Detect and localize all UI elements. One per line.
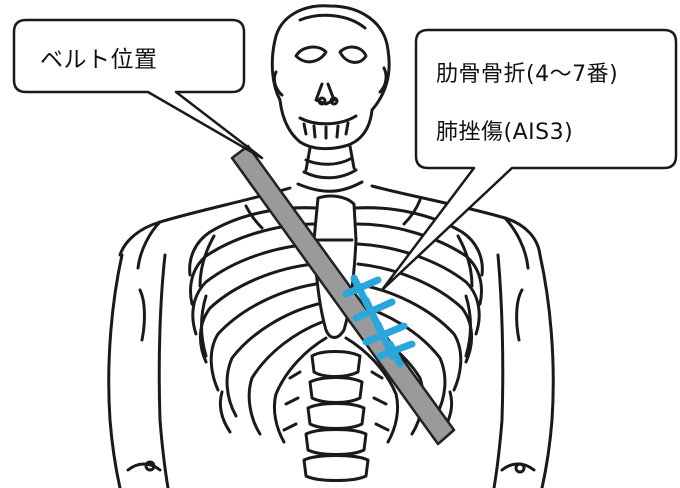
humerus-left: [109, 255, 168, 488]
humerus-right: [494, 255, 553, 488]
lumbar-spine: [284, 352, 388, 481]
belt-callout-label: ベルト位置: [40, 40, 158, 74]
injury-callout-line2: 肺挫傷(AIS3): [436, 114, 573, 146]
injury-callout-line1: 肋骨骨折(4〜7番): [436, 56, 618, 88]
skull: [272, 6, 389, 149]
cervical-spine: [298, 146, 362, 191]
